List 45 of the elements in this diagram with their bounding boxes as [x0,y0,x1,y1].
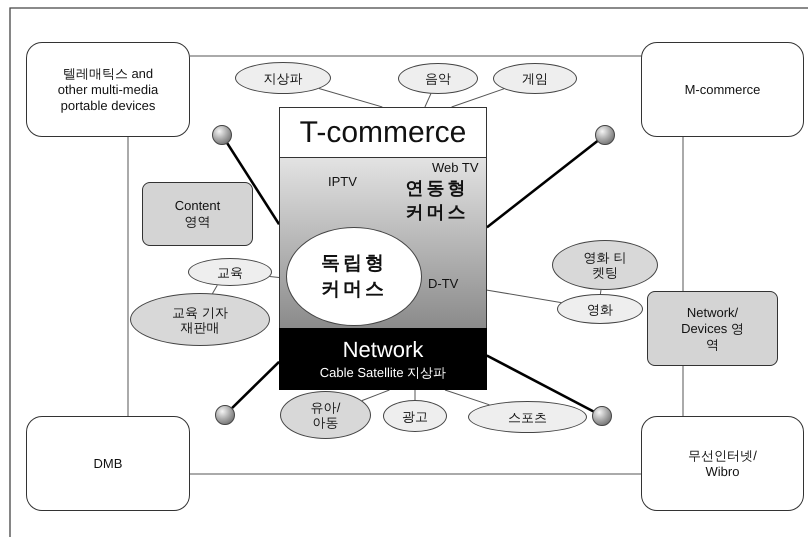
band-title: Network [342,336,424,364]
connector-line [600,289,602,294]
area-box: Content 영역 [142,182,253,246]
service-label: IPTV [328,174,357,189]
connector-line [212,284,218,294]
sphere-icon [215,405,235,425]
connector-line [444,390,490,406]
network-band [279,328,487,390]
sphere-icon [595,125,615,145]
topic-ellipse: 교육 [188,258,272,286]
topic-ellipse: 교육 기자재판매 [130,293,270,346]
service-label: D-TV [428,276,458,291]
area-box: Network/ Devices 영역 [647,291,778,366]
connector-line [269,276,280,278]
band-subtitle: Cable Satellite 지상파 [320,364,446,382]
topic-ellipse: 광고 [383,400,447,432]
t-commerce-band: T-commerce [279,107,487,158]
device-box: DMB [26,416,190,511]
topic-ellipse: 영화 티켓팅 [552,240,658,290]
connector-line [414,390,416,401]
connector-line [682,366,684,417]
connector-line [424,93,432,108]
connector-rod [486,140,598,228]
independent-commerce-ellipse: 독립형 커머스 [286,227,422,326]
sphere-icon [212,125,232,145]
topic-ellipse: 스포츠 [468,401,587,433]
connector-line [361,390,390,402]
device-box: 텔레매틱스 and other multi-media portable devices [26,42,190,137]
connector-line [486,290,562,304]
connector-line [318,88,383,108]
device-box: M-commerce [641,42,804,137]
topic-ellipse: 유아/ 아동 [280,391,371,439]
connector-rod [486,354,594,413]
device-box: 무선인터넷/ Wibro [641,416,804,511]
topic-ellipse: 음악 [398,63,478,94]
topic-ellipse: 영화 [557,294,643,324]
sphere-icon [592,406,612,426]
connector-rod [226,142,280,225]
topic-ellipse: 지상파 [235,62,331,94]
panel-title: 연동형 커머스 [404,177,470,224]
service-label: Web TV [432,160,478,175]
topic-ellipse: 게임 [493,63,577,94]
linked-commerce-panel [279,158,487,328]
connector-line [682,136,684,292]
connector-rod [231,360,280,409]
